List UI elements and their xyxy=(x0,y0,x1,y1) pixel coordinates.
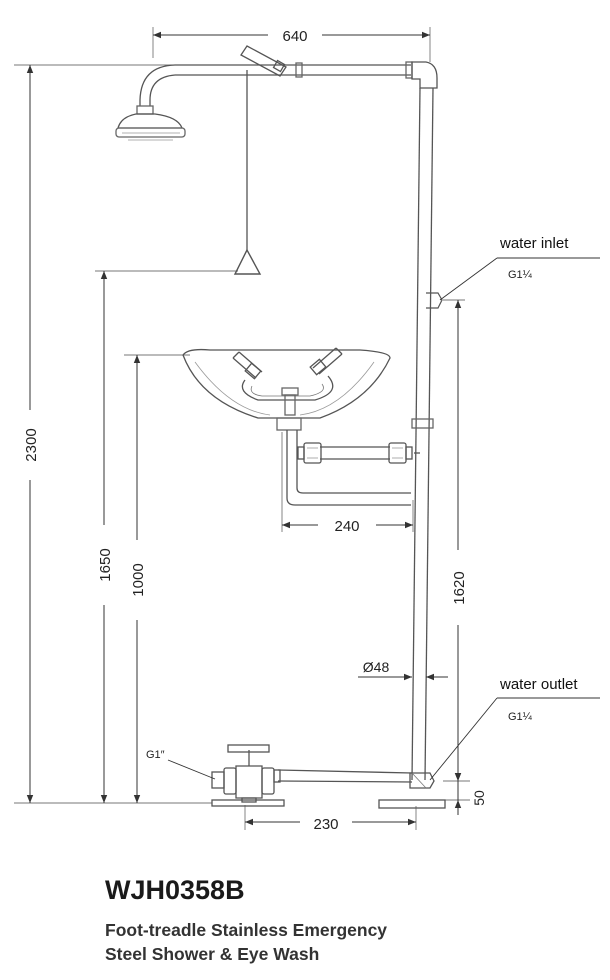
outlet-leader xyxy=(429,697,498,781)
shower-head xyxy=(115,105,186,141)
foot-valve-base xyxy=(211,799,285,807)
product-description-line2: Steel Shower & Eye Wash xyxy=(105,944,319,964)
foot-valve-thread-label: G1″ xyxy=(146,749,165,761)
inlet-thread-label: G1¼ xyxy=(508,269,533,281)
dim-1620: 1620 xyxy=(451,571,468,604)
foot-treadle-top xyxy=(227,744,270,753)
dim-640: 640 xyxy=(282,28,307,45)
extension-lines xyxy=(14,27,470,830)
main-vertical-pipe xyxy=(411,87,443,781)
dim-1650: 1650 xyxy=(97,548,114,581)
dim-230: 230 xyxy=(313,816,338,833)
pull-handle-triangle xyxy=(233,248,262,275)
shower-arm xyxy=(139,61,413,106)
eyewash-nozzle-right xyxy=(309,347,343,376)
inlet-tee xyxy=(426,292,443,309)
product-description-line1: Foot-treadle Stainless Emergency xyxy=(105,920,387,940)
eyewash-nozzle-arms xyxy=(241,375,334,401)
dim-dia48: Ø48 xyxy=(363,659,390,675)
water-outlet-label: water outlet xyxy=(499,676,578,693)
main-base-plate xyxy=(378,799,446,809)
valve-nut-left xyxy=(303,442,322,464)
eyewash-bowl xyxy=(182,347,391,419)
drain-fitting xyxy=(276,417,302,431)
eyewash-supply-pipes xyxy=(286,430,420,506)
top-elbow xyxy=(411,61,438,89)
shower-pull-rod xyxy=(233,45,287,275)
inlet-leader xyxy=(439,257,498,301)
bottom-supply-pipe xyxy=(277,769,435,789)
water-inlet-label: water inlet xyxy=(499,235,569,252)
dim-240: 240 xyxy=(334,518,359,535)
dim-1000: 1000 xyxy=(130,563,147,596)
eyewash-nozzle-left xyxy=(232,351,263,380)
foot-valve xyxy=(211,744,285,807)
valve-nut-right xyxy=(388,442,407,464)
dim-2300: 2300 xyxy=(23,428,40,461)
foot-valve-leader xyxy=(167,759,216,780)
product-model: WJH0358B xyxy=(105,875,245,905)
outlet-thread-label: G1¼ xyxy=(508,711,533,723)
dim-50: 50 xyxy=(471,790,487,806)
